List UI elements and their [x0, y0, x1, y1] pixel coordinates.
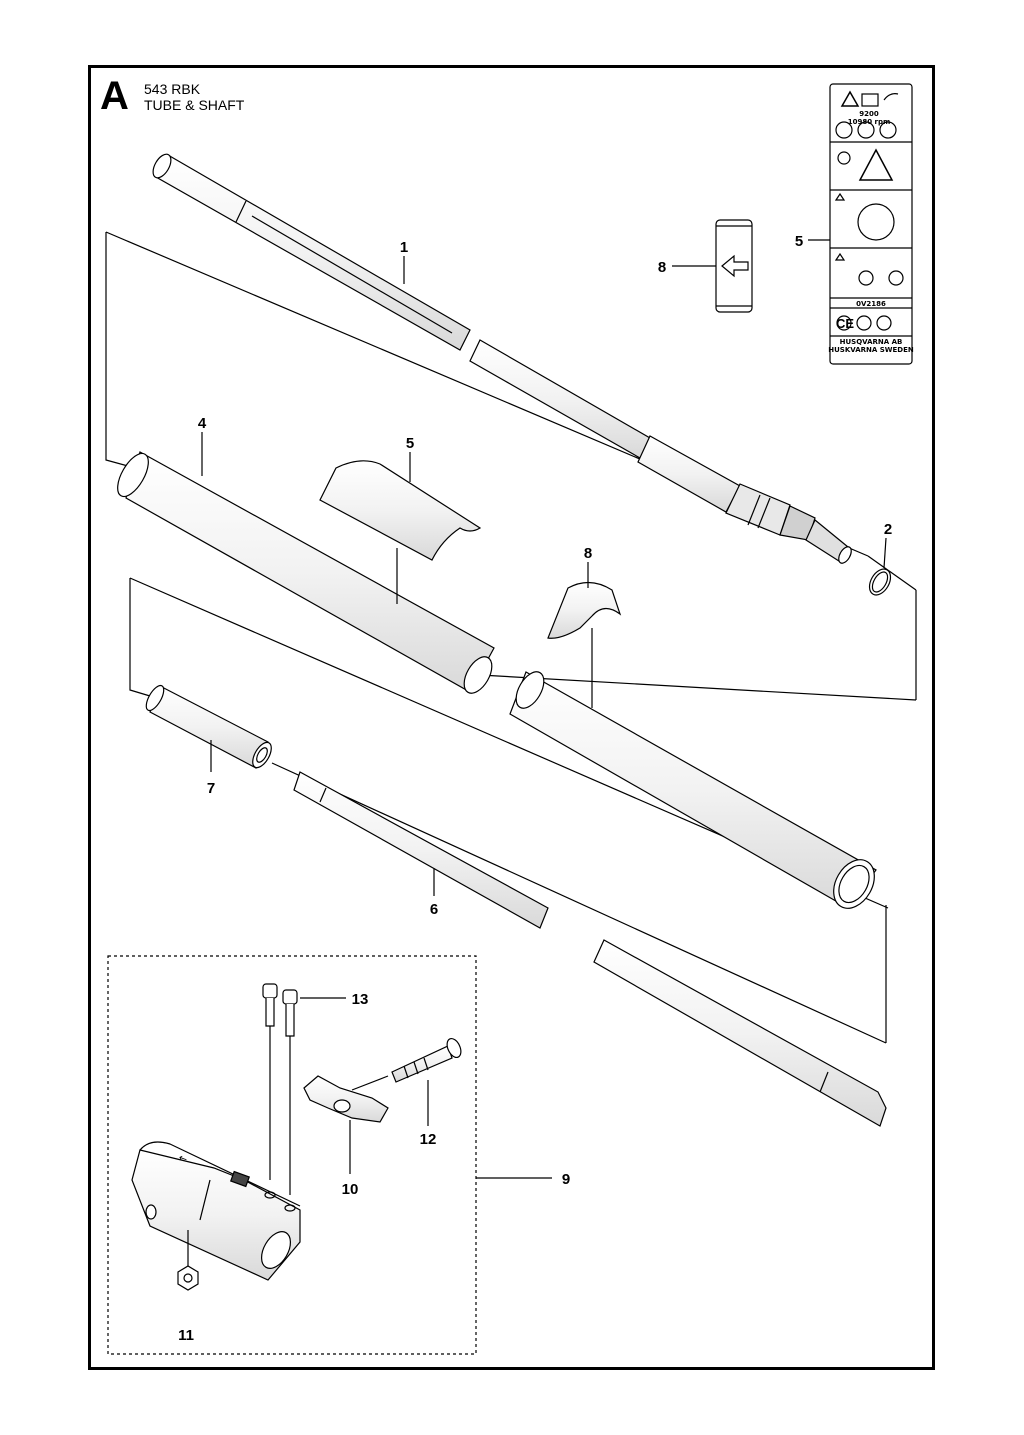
callout-12: 12	[420, 1131, 437, 1148]
part-12-bolt	[351, 1037, 462, 1091]
decal-part-number: 0V2186	[856, 300, 886, 308]
part-11-nut	[177, 1230, 199, 1291]
decal-ce-mark: CE	[836, 316, 854, 331]
callout-2: 2	[884, 521, 892, 538]
callout-10: 10	[342, 1181, 359, 1198]
part-7-sleeve	[145, 684, 272, 769]
model-name: 543 RBK	[144, 81, 201, 97]
callout-7: 7	[207, 780, 215, 797]
callout-8-liner: 8	[584, 545, 592, 562]
part-1-drive-shaft	[152, 153, 852, 564]
part-13-screws	[262, 983, 298, 1195]
callout-5-liner: 5	[406, 435, 414, 452]
callout-11: 11	[178, 1327, 194, 1344]
decal-maker-1: HUSQVARNA AB	[840, 338, 903, 346]
callout-6: 6	[430, 901, 438, 918]
kit-9-boundary	[107, 955, 477, 1355]
decal-rpm-1: 9200	[859, 110, 879, 118]
assembly-guide-lines	[105, 231, 917, 1044]
part-2-o-ring	[868, 568, 892, 596]
decal-maker-2: HUSKVARNA SWEDEN	[828, 346, 914, 354]
part-5-liner	[319, 460, 482, 561]
decal-rpm-2: 10980 rpm	[848, 118, 891, 126]
part-9-handle-bracket	[131, 1141, 301, 1281]
section-letter: A	[100, 74, 129, 118]
callout-13: 13	[352, 991, 369, 1008]
part-4-outer-tube	[117, 451, 877, 909]
leader-lines	[201, 239, 887, 1179]
part-6-inner-shaft	[293, 771, 887, 1127]
bracket-arrow-icon: ←	[177, 1152, 189, 1165]
callout-8-label: 8	[658, 259, 666, 276]
part-5-warning-decal	[829, 83, 913, 365]
part-8-liner	[547, 581, 622, 639]
callout-4: 4	[198, 415, 207, 432]
callout-5-decal: 5	[795, 233, 803, 250]
section-title: TUBE & SHAFT	[144, 97, 245, 113]
callout-1: 1	[400, 239, 408, 256]
part-10-lever	[303, 1075, 389, 1123]
page-frame	[88, 65, 935, 1370]
part-8-arrow-label	[715, 219, 753, 313]
callout-9: 9	[562, 1171, 570, 1188]
